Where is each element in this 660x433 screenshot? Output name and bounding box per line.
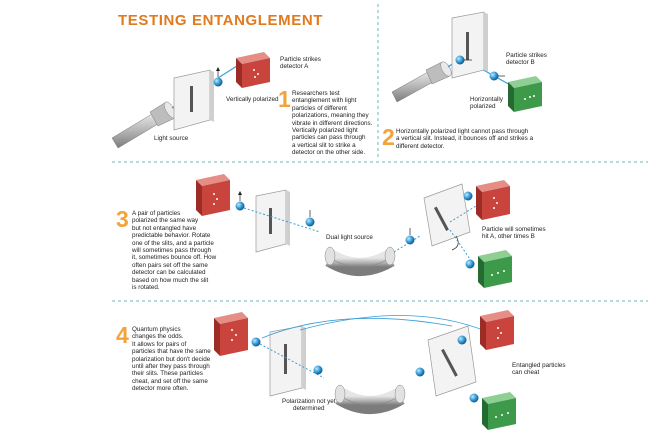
light-source-icon xyxy=(391,61,452,103)
panel-3-detector-label: Particle will sometimes hit A, other tim… xyxy=(482,226,546,241)
slit-panel xyxy=(173,69,214,131)
detector-a-icon xyxy=(480,310,514,350)
detector-b-icon xyxy=(482,392,516,430)
dual-light-source-icon xyxy=(334,384,406,414)
panel-1-source-label: Light source xyxy=(154,135,189,142)
panel-4-text: Quantum physics changes the odds. It all… xyxy=(132,326,211,393)
detector-a-icon xyxy=(476,180,510,220)
panel-2-detector-label: Particle strikes detector B xyxy=(506,52,547,67)
dual-light-source-icon xyxy=(324,246,396,276)
rotated-slit-panel xyxy=(423,183,471,251)
panel-2-text: Horizontally polarized light cannot pass… xyxy=(396,128,534,150)
panel-1-detector-label: Particle strikes detector A xyxy=(280,56,321,71)
detector-b-icon xyxy=(508,76,542,112)
panel-1-polarization-label: Vertically polarized xyxy=(226,96,279,103)
detector-a-icon xyxy=(196,174,230,216)
panel-1-number: 1 xyxy=(278,86,291,112)
detector-b-icon xyxy=(478,250,512,288)
panel-2-illustration xyxy=(391,11,542,112)
panel-3-illustration xyxy=(196,174,512,288)
panel-4-source-label: Polarization not yet determined xyxy=(282,398,336,413)
detector-a-icon xyxy=(236,52,270,88)
panel-3-text: A pair of particles polarized the same w… xyxy=(132,210,217,292)
panel-1-illustration xyxy=(111,52,270,149)
diagram-title: TESTING ENTANGLEMENT xyxy=(118,12,324,29)
panel-4-number: 4 xyxy=(116,322,129,348)
panel-4-detector-label: Entangled particles can cheat xyxy=(512,362,566,377)
divider-lines xyxy=(112,4,648,302)
rotated-slit-panel xyxy=(427,325,477,397)
panel-3-number: 3 xyxy=(116,206,129,232)
panel-3-source-label: Dual light source xyxy=(326,234,373,241)
slit-panel xyxy=(269,325,306,397)
slit-panel xyxy=(255,189,290,253)
panel-4-illustration xyxy=(214,310,516,430)
slit-panel xyxy=(451,11,488,79)
panel-2-number: 2 xyxy=(382,124,395,150)
panel-2-polarization-label: Horizontally polarized xyxy=(470,96,503,111)
panel-1-text: Researchers test entanglement with light… xyxy=(292,90,373,157)
detector-a-icon xyxy=(214,312,248,356)
